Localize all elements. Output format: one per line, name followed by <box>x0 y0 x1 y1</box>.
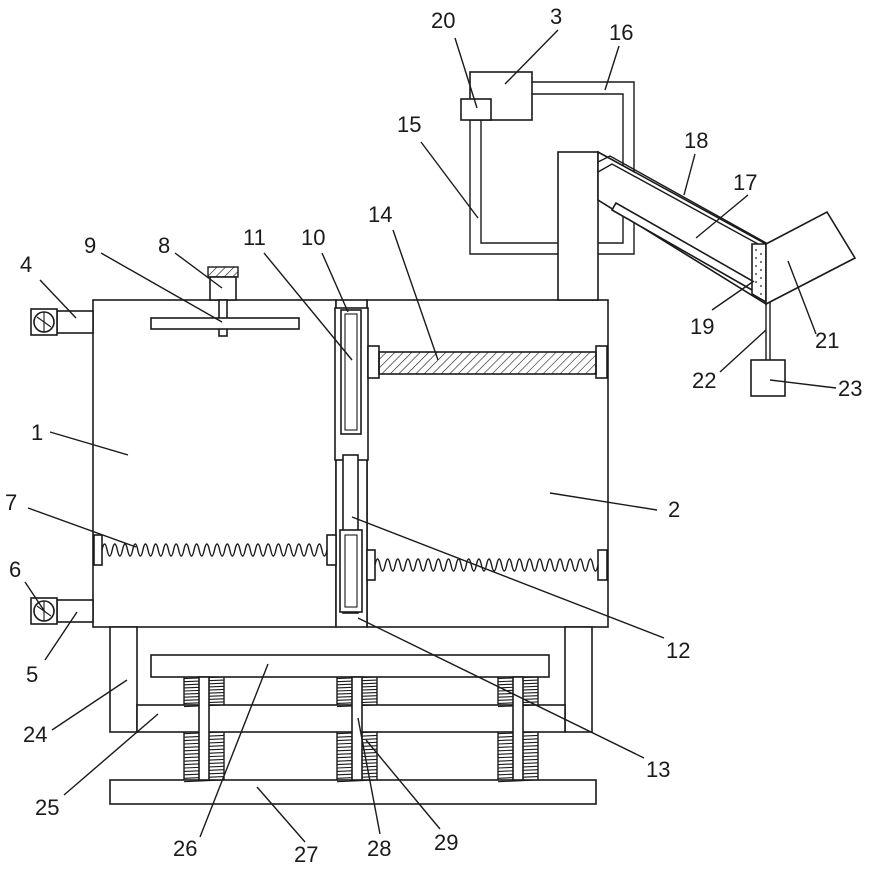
label-4: 4 <box>20 252 32 277</box>
label-10: 10 <box>301 225 325 250</box>
label-27: 27 <box>294 842 318 867</box>
label-18: 18 <box>684 128 708 153</box>
label-5: 5 <box>26 662 38 687</box>
label-8: 8 <box>158 233 170 258</box>
label-19: 19 <box>690 314 714 339</box>
label-14: 14 <box>368 202 392 227</box>
label-20: 20 <box>431 8 455 33</box>
label-29: 29 <box>434 830 458 855</box>
label-22: 22 <box>692 368 716 393</box>
label-3: 3 <box>550 4 562 29</box>
label-7: 7 <box>5 490 17 515</box>
label-9: 9 <box>84 233 96 258</box>
label-26: 26 <box>173 836 197 861</box>
label-25: 25 <box>35 795 59 820</box>
part-numbers: 1 2 3 4 5 6 7 8 9 10 11 12 13 14 15 16 1… <box>5 4 862 867</box>
label-11: 11 <box>243 225 266 250</box>
label-16: 16 <box>609 20 633 45</box>
label-28: 28 <box>367 836 391 861</box>
label-24: 24 <box>23 722 47 747</box>
label-1: 1 <box>31 420 43 445</box>
label-15: 15 <box>397 112 421 137</box>
label-21: 21 <box>815 328 839 353</box>
label-13: 13 <box>646 757 670 782</box>
label-2: 2 <box>668 497 680 522</box>
leader-lines <box>25 30 836 842</box>
label-6: 6 <box>9 557 21 582</box>
label-12: 12 <box>666 638 690 663</box>
label-23: 23 <box>838 376 862 401</box>
label-17: 17 <box>733 170 757 195</box>
